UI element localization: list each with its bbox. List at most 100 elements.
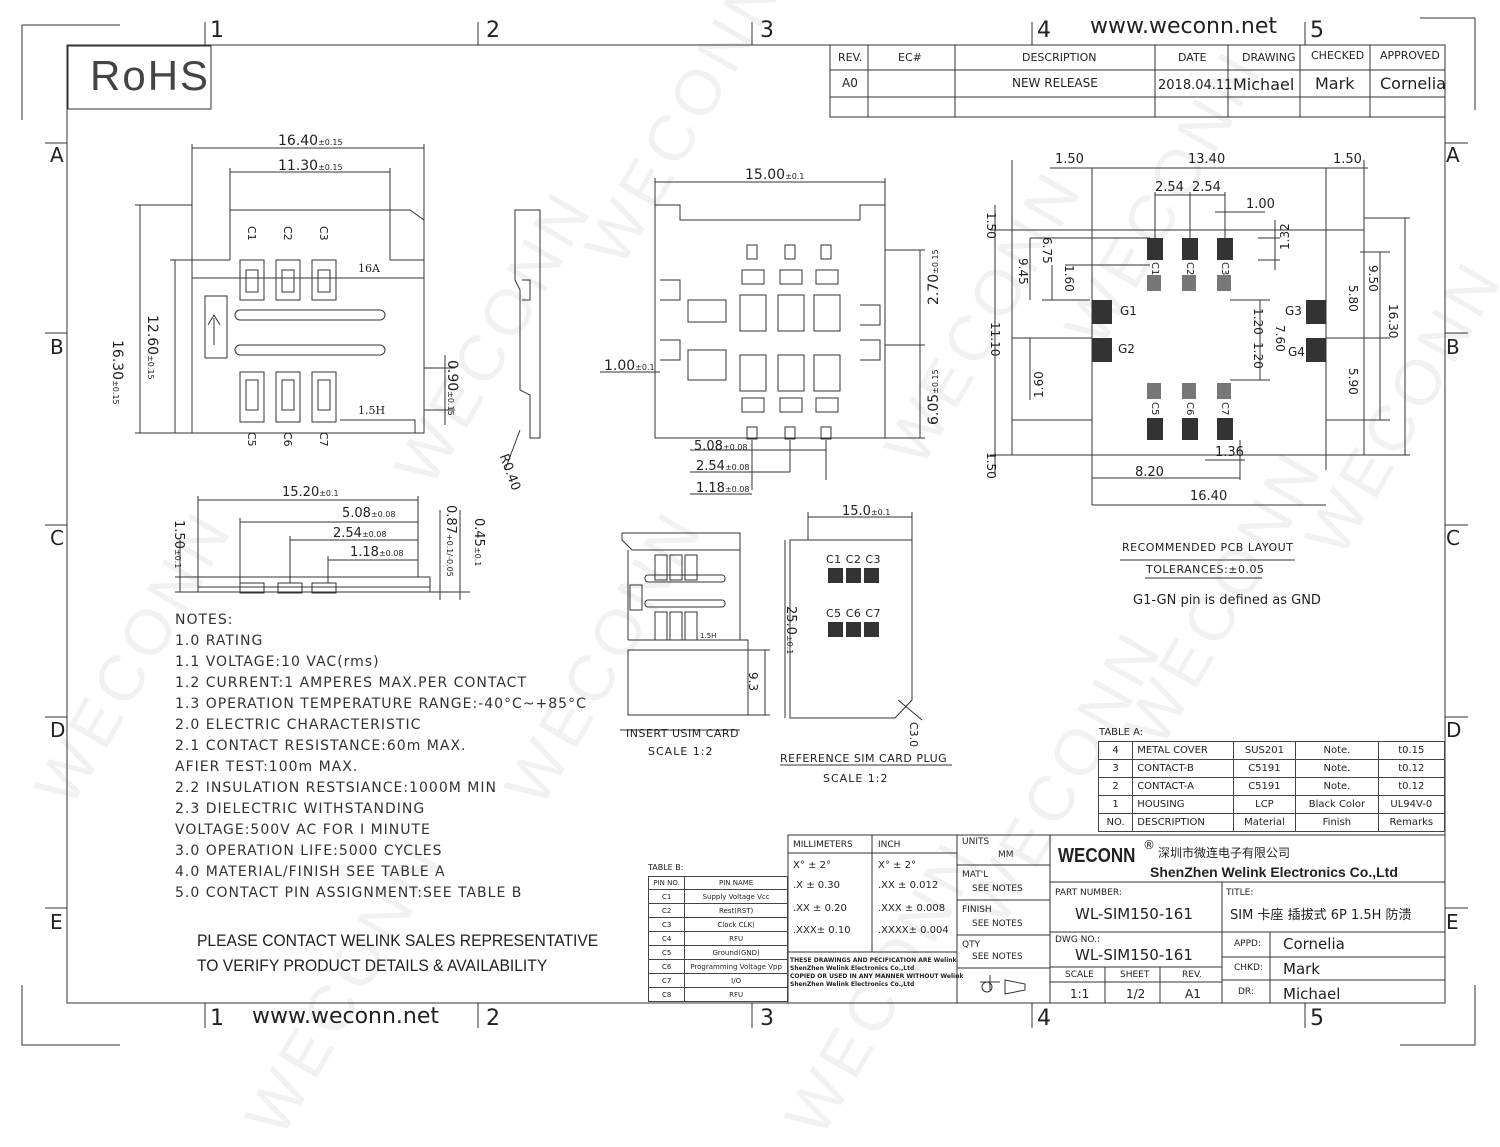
sim-contacts-top: C1 C2 C3 xyxy=(826,553,882,566)
chkd-label: CHKD: xyxy=(1234,963,1263,973)
pcb-bottom-2: 8.20 xyxy=(1135,465,1164,480)
table-row: PIN NO.PIN NAME xyxy=(647,876,788,890)
dim-top-outer: 16.40±0.15 xyxy=(278,133,343,149)
dwg-number-label: DWG NO.: xyxy=(1055,935,1101,945)
sheet-value: 1/2 xyxy=(1126,987,1146,1001)
brand-reg-mark: ® xyxy=(1143,838,1155,852)
table-cell: Clock CLK) xyxy=(684,917,788,932)
tol-inch-row: .XX ± 0.012 xyxy=(878,880,939,891)
dim-side-gap: 0.90±0.15 xyxy=(444,360,460,416)
pcb-bottom-3: 16.40 xyxy=(1190,489,1228,504)
sim-chamfer: C3.0 xyxy=(907,722,920,748)
zone-col-1: 1 xyxy=(210,18,224,43)
table-cell: RFU xyxy=(684,987,788,1002)
contact-label-c2: C2 xyxy=(281,226,294,241)
rev-value: A0 xyxy=(842,76,858,90)
date-value: 2018.04.11 xyxy=(1158,78,1233,93)
table-cell: Black Color xyxy=(1295,795,1379,814)
rev-label: REV. xyxy=(1182,970,1202,980)
tol-inch-header: INCH xyxy=(878,840,901,850)
dim-top-inner: 11.30±0.15 xyxy=(278,158,343,174)
note-line: AFIER TEST:100m MAX. xyxy=(175,759,359,775)
table-cell: METAL COVER xyxy=(1132,741,1234,760)
note-line: 2.0 ELECTRIC CHARACTERISTIC xyxy=(175,717,422,733)
pcb-pad-c3: C3 xyxy=(1219,262,1230,276)
table-cell: NO. xyxy=(1097,813,1134,832)
dim-bottom-d2: 6.05±0.15 xyxy=(926,369,942,425)
pcb-left-1: 1.50 xyxy=(984,212,998,239)
zone-col-3: 3 xyxy=(760,18,774,43)
tol-mm-row: .XXX± 0.10 xyxy=(793,925,851,936)
table-cell: C3 xyxy=(647,917,686,932)
drawing-header: DRAWING xyxy=(1242,51,1296,64)
table-cell: 3 xyxy=(1097,759,1134,778)
front-view-lines xyxy=(175,496,470,600)
scale-value: 1:1 xyxy=(1070,987,1090,1001)
mark-15h: 1.5H xyxy=(358,404,386,417)
finish-value: SEE NOTES xyxy=(972,919,1023,929)
contact-message-1: PLEASE CONTACT WELINK SALES REPRESENTATI… xyxy=(197,931,599,950)
pcb-center-1: 1.20 xyxy=(1251,308,1265,335)
company-cn: 深圳市微连电子有限公司 xyxy=(1158,846,1291,860)
tol-mm-row: .X ± 0.30 xyxy=(793,880,841,891)
zone-col-4: 4 xyxy=(1037,18,1051,43)
table-cell: C8 xyxy=(647,987,686,1002)
table-cell: I/O xyxy=(684,973,788,988)
pcb-pad-g3: G3 xyxy=(1285,304,1302,318)
table-cell: Rest(RST) xyxy=(684,903,788,918)
note-line: 2.3 DIELECTRIC WITHSTANDING xyxy=(175,801,426,817)
table-cell: Material xyxy=(1232,813,1297,832)
iso-scale: SCALE 1:2 xyxy=(648,745,714,758)
title-block-lines xyxy=(787,834,1446,1004)
tol-inch-row: X° ± 2° xyxy=(878,860,916,871)
tol-mm-row: .XX ± 0.20 xyxy=(793,903,847,914)
pcb-gnd-note: G1-GN pin is defined as GND xyxy=(1133,593,1321,608)
tol-inch-row: .XXX ± 0.008 xyxy=(878,903,946,914)
pcb-right-1: 9.50 xyxy=(1366,265,1380,292)
description-value: NEW RELEASE xyxy=(1012,76,1098,90)
zone-row-e: E xyxy=(50,910,63,934)
dim-bottom-p3: 1.18±0.08 xyxy=(696,481,750,496)
zone-row-c-right: C xyxy=(1446,526,1460,550)
iso-mark: 1.5H xyxy=(700,632,717,640)
pcb-bottom-1: 1.36 xyxy=(1215,445,1244,460)
sim-contacts-bottom: C5 C6 C7 xyxy=(826,607,882,620)
zone-row-d: D xyxy=(50,718,66,742)
zone-col-4-bottom: 4 xyxy=(1037,1006,1051,1031)
contact-label-c1: C1 xyxy=(245,226,258,241)
pcb-center-3: 7.60 xyxy=(1273,325,1287,352)
table-cell: Remarks xyxy=(1377,813,1446,832)
table-cell: HOUSING xyxy=(1132,795,1234,814)
contact-label-c7: C7 xyxy=(317,432,330,447)
pcb-right-2: 5.80 xyxy=(1346,285,1360,312)
table-cell: C5191 xyxy=(1232,777,1297,796)
chkd-value: Mark xyxy=(1283,960,1320,978)
tol-mm-header: MILLIMETERS xyxy=(793,840,853,850)
table-cell: PIN NAME xyxy=(684,876,788,890)
pcb-left-6: 1.60 xyxy=(1032,371,1046,398)
pcb-title: RECOMMENDED PCB LAYOUT xyxy=(1122,541,1294,554)
table-cell: DESCRIPTION xyxy=(1132,813,1234,832)
table-cell: t0.15 xyxy=(1377,741,1446,760)
notes: NOTES: 1.0 RATING 1.1 VOLTAGE:10 VAC(rms… xyxy=(175,610,587,904)
site-url-top: www.weconn.net xyxy=(1090,14,1278,39)
zone-col-1-bottom: 1 xyxy=(210,1006,224,1031)
zone-row-a: A xyxy=(50,143,64,167)
note-line: 1.1 VOLTAGE:10 VAC(rms) xyxy=(175,654,380,670)
disclaimer-line: THESE DRAWINGS AND PECIFICATION ARE Weli… xyxy=(790,957,957,964)
table-cell: CONTACT-A xyxy=(1132,777,1234,796)
pcb-pad-c7: C7 xyxy=(1219,402,1230,416)
pcb-left-7: 1.50 xyxy=(984,452,998,479)
contact-label-c3: C3 xyxy=(317,226,330,241)
checked-header: CHECKED xyxy=(1311,49,1365,62)
table-cell: RFU xyxy=(684,931,788,946)
rev-header: REV. xyxy=(838,51,863,64)
table-cell: 4 xyxy=(1097,741,1134,760)
pcb-pad-h: 1.32 xyxy=(1278,223,1292,250)
